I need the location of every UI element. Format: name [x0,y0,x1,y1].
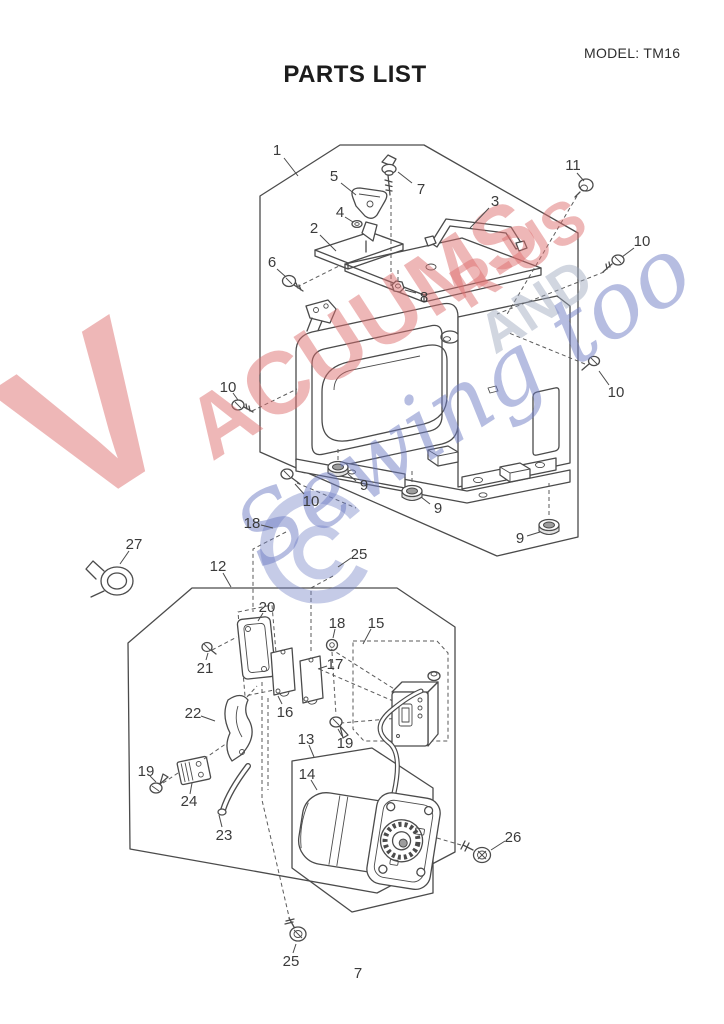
part-number-label: 22 [185,705,202,722]
watermark-swirl-inner [293,525,345,580]
part-number-label: 25 [351,546,368,563]
callout-leader-line [294,483,305,495]
callout-leader-line [222,572,232,588]
callout-leader-line [149,775,157,783]
part-number-label: 9 [434,500,442,517]
small-fasteners-lower [149,638,349,794]
top-bracket [314,221,404,270]
callout-leader-line [344,216,354,223]
callout-leader-line [205,652,209,661]
lever-part-22 [224,694,253,762]
part-number-label: 7 [417,181,425,198]
callout-leader-line [337,557,352,568]
callout-leader-line [276,268,287,278]
ring-clamp-part-27 [85,560,134,598]
callout-leader-line [337,728,343,737]
part-number-label: 9 [360,477,368,494]
callout-leader-line [319,234,337,252]
part-number-label: 8 [420,289,428,306]
callout-leader-line [189,782,193,795]
screw-25-bottom [284,917,307,942]
watermark-swirl [260,490,368,604]
callout-leader-line [621,247,635,258]
main-housing [295,237,571,504]
part-number-label: 27 [126,536,143,553]
part-number-label: 10 [303,493,320,510]
callout-leader-line [308,744,315,758]
callout-leader-line [317,665,328,670]
callout-leader-line [218,814,223,828]
part-number-label: 10 [608,384,625,401]
tube-part-23 [217,763,251,816]
callout-leader-line [490,840,506,851]
rubber-feet [327,460,560,536]
assembly-dashed-lines-upper [251,195,605,651]
callout-leader-line [420,496,431,505]
thumb-screw-7 [381,154,397,196]
callout-leader-line [260,524,274,529]
part-number-label: 10 [634,233,651,250]
part-number-label: 15 [368,615,385,632]
callout-leader-line [404,289,417,294]
model-label: MODEL: TM16 [584,45,681,61]
part-number-label: 1 [273,142,281,159]
callout-leader-line [277,695,283,705]
part-number-label: 12 [210,558,227,575]
part-number-label: 19 [138,763,155,780]
part-number-label: 4 [336,204,344,221]
callout-leader-line [340,182,357,196]
callout-leader-line [576,172,585,182]
handle-part-3 [424,218,528,252]
part-number-label: 18 [244,515,261,532]
part-number-label: 23 [216,827,233,844]
part-number-label: 9 [516,530,524,547]
callout-leader-line [469,207,490,229]
callout-leader-line [283,157,299,177]
clamp-part-5 [351,187,388,229]
motor-assembly-13-14 [291,688,441,913]
part-number-label: 2 [310,220,318,237]
part-number-label: 5 [330,168,338,185]
callout-leader-line [257,612,264,622]
part-number-label: 26 [505,829,522,846]
callout-leader-line [347,473,357,482]
part-number-label: 16 [277,704,294,721]
contact-plates-16-17 [270,647,324,705]
part-number-label: 6 [268,254,276,271]
part-number-label: 24 [181,793,198,810]
callout-leader-line [232,392,239,401]
terminal-block-part-24 [176,755,212,786]
callout-leader-line [362,628,372,645]
part-number-label: 3 [491,193,499,210]
part-number-label: 19 [337,735,354,752]
part-number-label: 10 [220,379,237,396]
part-number-label: 18 [329,615,346,632]
part-number-label: 11 [565,157,581,174]
part-number-label: 13 [298,731,315,748]
callout-leader-line [598,370,610,386]
part-number-label: 14 [299,766,316,783]
callout-leader-line [119,550,130,565]
callout-leader-line [526,531,541,537]
callout-leader-line [292,943,297,954]
callout-leader-line [200,715,216,722]
screw-26 [460,840,492,864]
part-number-label: 20 [259,599,276,616]
part-number-label: 25 [283,953,300,970]
callout-leader-line [332,628,336,639]
callout-leader-line [310,779,318,791]
callout-leader-line [397,171,413,184]
assembly-dashed-lines-lower [162,636,462,922]
part-number-label: 17 [327,656,344,673]
screws-upper [231,178,625,485]
page-title: PARTS LIST [283,61,427,88]
part-number-label: 21 [197,660,214,677]
page-number: 7 [353,965,363,982]
